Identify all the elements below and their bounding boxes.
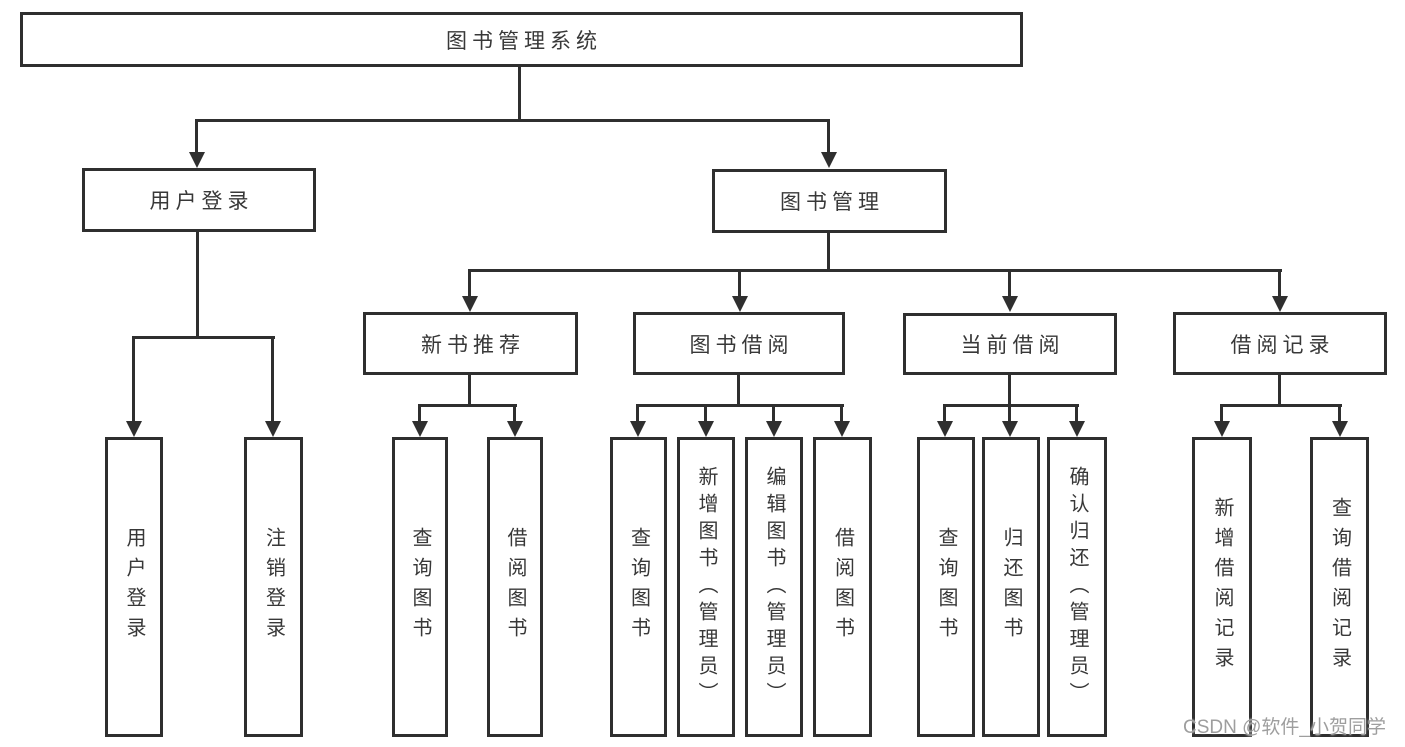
arrow-down-icon xyxy=(937,421,953,437)
leaf-query-borrow-record: 查询借阅记录 xyxy=(1310,437,1369,737)
leaf-query-books-recommend-label: 查询图书 xyxy=(409,527,431,647)
connector-leaf-stem xyxy=(704,404,707,421)
arrow-down-icon xyxy=(462,296,478,312)
connector-book-mgmt-stem xyxy=(827,233,830,272)
connector-leaf-stem xyxy=(513,404,516,421)
leaf-borrow-books: 借阅图书 xyxy=(813,437,872,737)
arrow-down-icon xyxy=(766,421,782,437)
leaf-logout: 注销登录 xyxy=(244,437,303,737)
arrow-down-icon xyxy=(507,421,523,437)
arrow-down-icon xyxy=(1332,421,1348,437)
arrow-down-icon xyxy=(1002,421,1018,437)
leaf-return-books: 归还图书 xyxy=(982,437,1040,737)
node-new-book-recommend-label: 新书推荐 xyxy=(421,333,525,357)
arrow-down-icon xyxy=(630,421,646,437)
node-current-borrow-label: 当前借阅 xyxy=(960,334,1065,357)
leaf-user-login: 用户登录 xyxy=(105,437,163,737)
arrow-down-icon xyxy=(821,152,837,168)
arrow-down-icon xyxy=(1214,421,1230,437)
leaf-borrow-books-label: 借阅图书 xyxy=(831,527,854,647)
arrow-down-icon xyxy=(412,421,428,437)
arrow-down-icon xyxy=(1002,296,1018,312)
arrow-down-icon xyxy=(1272,296,1288,312)
leaf-query-borrow-record-label: 查询借阅记录 xyxy=(1328,497,1351,677)
leaf-return-books-label: 归还图书 xyxy=(1000,527,1022,647)
connector-to-leaf-logout xyxy=(271,336,274,421)
node-root: 图书管理系统 xyxy=(20,12,1023,67)
connector-new-book-bus xyxy=(418,404,517,407)
connector-borrow-record-bus xyxy=(1220,404,1342,407)
leaf-user-login-label: 用户登录 xyxy=(123,527,145,647)
leaf-add-borrow-record-label: 新增借阅记录 xyxy=(1211,497,1233,677)
node-book-borrow-label: 图书借阅 xyxy=(689,333,794,357)
leaf-query-books-borrow-label: 查询图书 xyxy=(627,527,650,647)
connector-to-current-borrow xyxy=(1008,269,1011,296)
connector-leaf-stem xyxy=(418,404,421,421)
leaf-borrow-books-recommend: 借阅图书 xyxy=(487,437,543,737)
leaf-add-books-admin: 新增图书（管理员） xyxy=(677,437,735,737)
connector-to-new-book xyxy=(468,269,471,296)
csdn-watermark: CSDN @软件_小贺同学 xyxy=(1183,717,1386,738)
node-book-borrow: 图书借阅 xyxy=(633,312,845,375)
connector-leaf-stem xyxy=(943,404,946,421)
connector-leaf-stem xyxy=(1075,404,1078,421)
leaf-add-books-admin-label: 新增图书（管理员） xyxy=(695,465,717,709)
arrow-down-icon xyxy=(265,421,281,437)
connector-leaf-stem xyxy=(1338,404,1341,421)
connector-user-login-bus xyxy=(132,336,275,339)
arrow-down-icon xyxy=(189,152,205,168)
leaf-edit-books-admin-label: 编辑图书（管理员） xyxy=(763,465,785,709)
arrow-down-icon xyxy=(834,421,850,437)
connector-borrow-record-stem xyxy=(1278,375,1281,407)
leaf-query-books-borrow: 查询图书 xyxy=(610,437,667,737)
leaf-query-books-recommend: 查询图书 xyxy=(392,437,448,737)
connector-book-mgmt-bus xyxy=(468,269,1282,272)
connector-root-bus xyxy=(195,119,830,122)
arrow-down-icon xyxy=(698,421,714,437)
node-user-login-label: 用户登录 xyxy=(149,190,254,213)
leaf-query-books-current: 查询图书 xyxy=(917,437,975,737)
leaf-query-books-current-label: 查询图书 xyxy=(935,527,957,647)
node-new-book-recommend: 新书推荐 xyxy=(363,312,578,375)
connector-leaf-stem xyxy=(840,404,843,421)
connector-book-borrow-bus xyxy=(636,404,844,407)
connector-current-borrow-stem xyxy=(1008,375,1011,407)
connector-user-login-stem xyxy=(196,232,199,339)
connector-new-book-stem xyxy=(468,375,471,407)
connector-root-to-user-login xyxy=(195,119,198,152)
connector-leaf-stem xyxy=(1008,404,1011,421)
connector-to-leaf-user-login xyxy=(132,336,135,421)
node-root-label: 图书管理系统 xyxy=(446,29,602,53)
arrow-down-icon xyxy=(1069,421,1085,437)
connector-leaf-stem xyxy=(1220,404,1223,421)
node-borrow-records: 借阅记录 xyxy=(1173,312,1387,375)
arrow-down-icon xyxy=(126,421,142,437)
connector-root-stem xyxy=(518,67,521,122)
connector-leaf-stem xyxy=(772,404,775,421)
leaf-confirm-return-admin-label: 确认归还（管理员） xyxy=(1066,465,1088,709)
node-book-management: 图书管理 xyxy=(712,169,947,233)
leaf-logout-label: 注销登录 xyxy=(262,527,285,647)
leaf-add-borrow-record: 新增借阅记录 xyxy=(1192,437,1252,737)
node-user-login: 用户登录 xyxy=(82,168,316,232)
connector-to-borrow-record xyxy=(1278,269,1281,296)
node-book-management-label: 图书管理 xyxy=(780,191,884,214)
connector-to-book-borrow xyxy=(738,269,741,296)
leaf-borrow-books-recommend-label: 借阅图书 xyxy=(504,527,526,647)
arrow-down-icon xyxy=(732,296,748,312)
connector-root-to-book-mgmt xyxy=(827,119,830,152)
connector-book-borrow-stem xyxy=(737,375,740,407)
connector-leaf-stem xyxy=(636,404,639,421)
node-borrow-records-label: 借阅记录 xyxy=(1230,333,1335,357)
node-current-borrow: 当前借阅 xyxy=(903,313,1117,375)
leaf-confirm-return-admin: 确认归还（管理员） xyxy=(1047,437,1107,737)
leaf-edit-books-admin: 编辑图书（管理员） xyxy=(745,437,803,737)
connector-current-borrow-bus xyxy=(943,404,1079,407)
